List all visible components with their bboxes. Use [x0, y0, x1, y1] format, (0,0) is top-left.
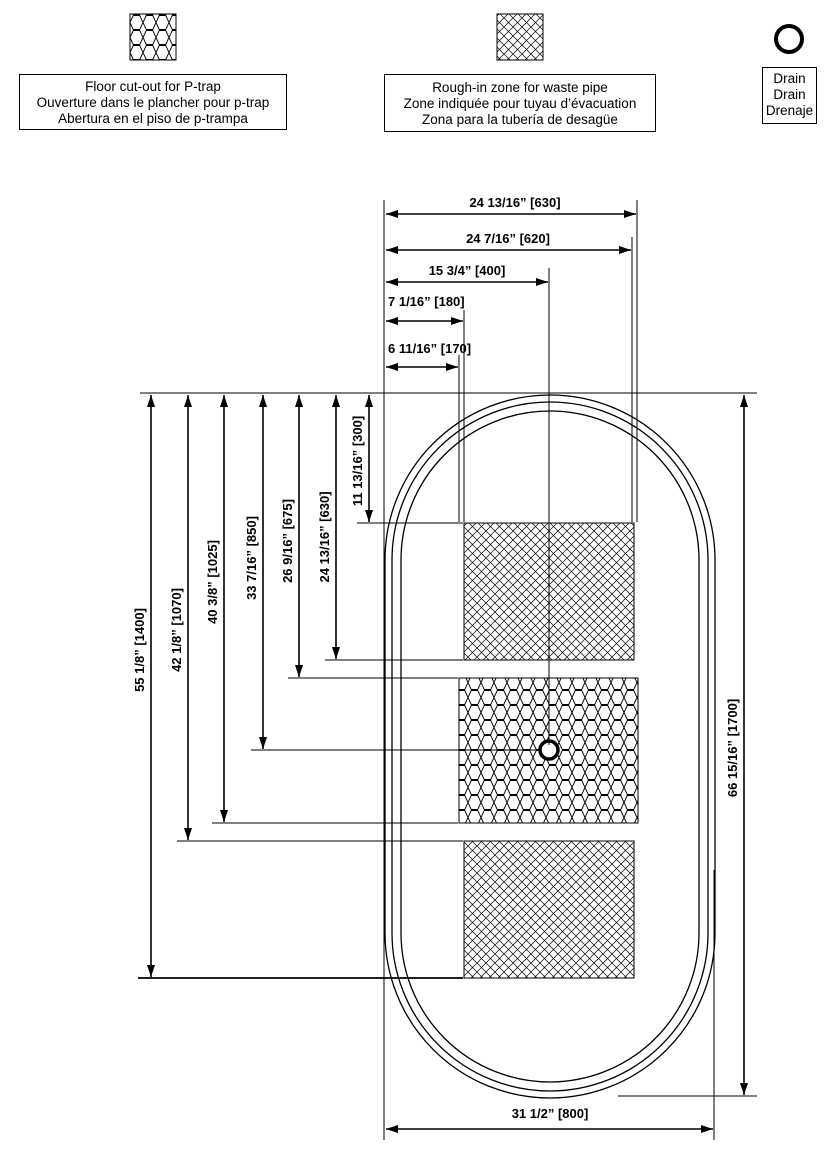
dim-label-inner-width: 24 7/16” [620] [466, 231, 550, 246]
legend-waste-box: Rough-in zone for waste pipe Zone indiqu… [384, 74, 656, 132]
legend-ptrap-line-1: Floor cut-out for P-trap [85, 79, 221, 94]
dim-label-drain-offset: 15 3/4” [400] [429, 263, 506, 278]
legend-ptrap-line-3: Abertura en el piso de p-trampa [58, 111, 248, 126]
legend-drain-box: Drain Drain Drenaje [762, 67, 817, 124]
dim-label-drain-center: 33 7/16” [850] [244, 516, 259, 600]
legend-waste-line-1: Rough-in zone for waste pipe [432, 80, 608, 95]
dim-label-lower-zone-top: 42 1/8” [1070] [169, 588, 184, 672]
circle-drain-icon [774, 24, 804, 54]
dim-label-overall-outer-width: 24 13/16” [630] [469, 195, 560, 210]
legend-drain-line-1: Drain [773, 71, 806, 86]
dim-label-tub-length: 66 15/16” [1700] [725, 699, 740, 797]
crosshatch-pattern-icon [496, 13, 544, 61]
legend-ptrap-line-2: Ouverture dans le plancher pour p-trap [36, 95, 270, 110]
tub-inner-outline [400, 410, 700, 1083]
tub-middle-outline [391, 401, 709, 1092]
extension-lines-vertical [383, 200, 715, 1140]
dimension-lines [147, 210, 748, 1133]
dim-label-tub-width: 31 1/2” [800] [512, 1106, 589, 1121]
extension-lines-horizontal [138, 522, 757, 1097]
legend-waste-line-3: Zona para la tubería de desagüe [422, 112, 618, 127]
legend-drain-line-3: Drenaje [765, 103, 814, 118]
legend-waste-line-2: Zone indiquée pour tuyau d’évacuation [403, 96, 637, 111]
dim-label-ptrap-offset: 6 11/16” [170] [388, 341, 471, 356]
dim-label-ptrap-bottom: 40 3/8” [1025] [205, 540, 220, 624]
tub-outer-outline [384, 394, 716, 1099]
dim-label-ptrap-top: 26 9/16” [675] [280, 499, 295, 583]
dim-label-upper-zone-top: 11 13/16” [300] [350, 416, 365, 506]
dim-label-waste-zone-offset: 7 1/16” [180] [388, 294, 465, 309]
dim-label-waste-zone-bottom: 55 1/8” [1400] [132, 608, 147, 692]
hexagon-pattern-icon [129, 13, 177, 61]
legend-drain-line-2: Drain [773, 87, 806, 102]
legend-ptrap-box: Floor cut-out for P-trap Ouverture dans … [19, 74, 287, 130]
dim-label-upper-zone-bottom: 24 13/16” [630] [317, 491, 332, 582]
waste-zone-lower [463, 840, 635, 979]
